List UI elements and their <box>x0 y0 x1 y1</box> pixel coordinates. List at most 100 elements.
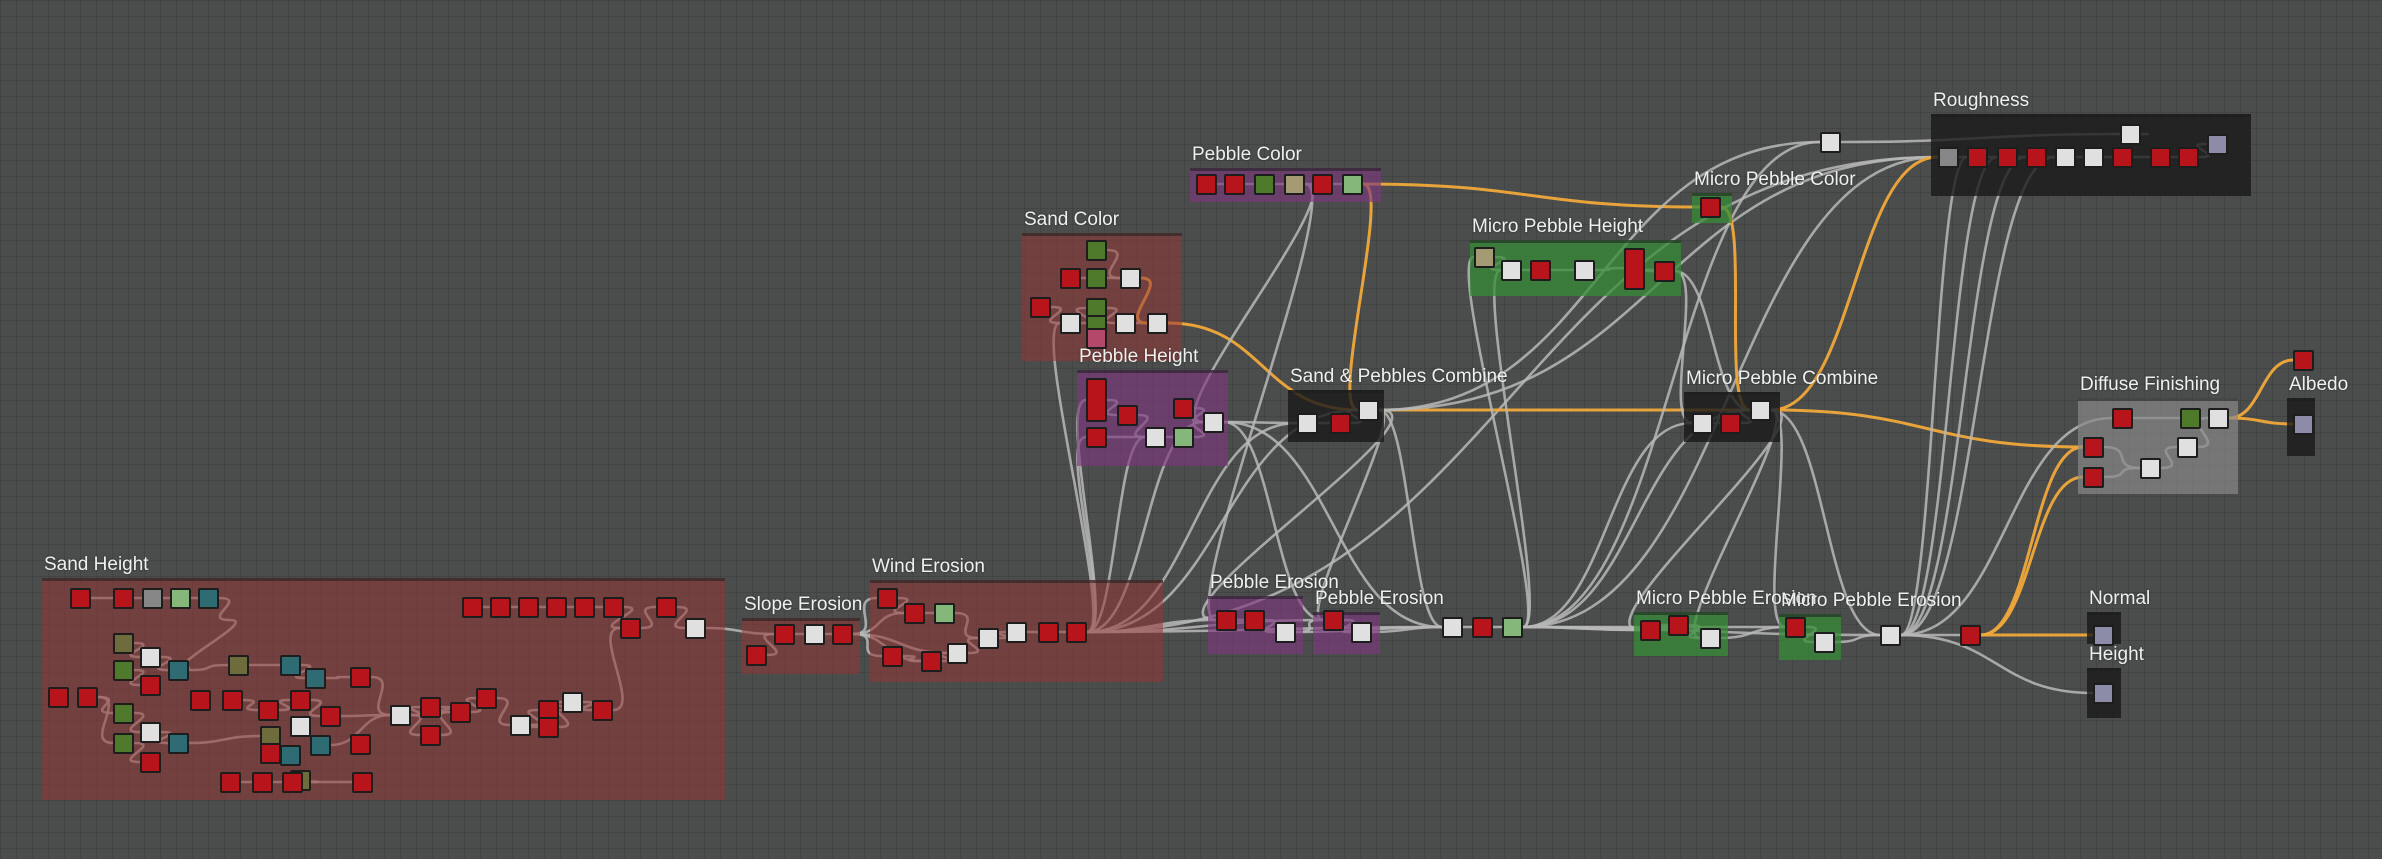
red-node[interactable] <box>320 706 341 727</box>
white-node[interactable] <box>2055 147 2076 168</box>
red-node[interactable] <box>1086 427 1107 448</box>
red-node[interactable] <box>352 772 373 793</box>
white-node[interactable] <box>1358 400 1379 421</box>
white-node[interactable] <box>1351 622 1372 643</box>
red-node[interactable] <box>882 646 903 667</box>
red-node[interactable] <box>1038 622 1059 643</box>
red-node[interactable] <box>350 734 371 755</box>
red-node[interactable] <box>832 624 853 645</box>
red-node[interactable] <box>904 603 925 624</box>
red-node[interactable] <box>1060 268 1081 289</box>
red-node[interactable] <box>1244 610 1265 631</box>
red-node[interactable] <box>877 588 898 609</box>
light-green-node[interactable] <box>170 588 191 609</box>
white-node[interactable] <box>1700 628 1721 649</box>
red-node[interactable] <box>140 675 161 696</box>
green-node[interactable] <box>113 733 134 754</box>
white-node[interactable] <box>685 618 706 639</box>
teal-node[interactable] <box>168 733 189 754</box>
white-node[interactable] <box>1275 622 1296 643</box>
white-node[interactable] <box>1060 313 1081 334</box>
red-node[interactable] <box>2293 350 2314 371</box>
red-node[interactable] <box>1196 174 1217 195</box>
green-node[interactable] <box>1086 268 1107 289</box>
white-node[interactable] <box>1147 313 1168 334</box>
green-node[interactable] <box>113 660 134 681</box>
light-green-node[interactable] <box>1502 617 1523 638</box>
white-node[interactable] <box>1442 617 1463 638</box>
red-node[interactable] <box>592 700 613 721</box>
red-node[interactable] <box>260 743 281 764</box>
light-green-node[interactable] <box>1173 427 1194 448</box>
red-node[interactable] <box>2150 147 2171 168</box>
white-node[interactable] <box>1203 412 1224 433</box>
white-node[interactable] <box>1820 132 1841 153</box>
red-node[interactable] <box>70 588 91 609</box>
red-node[interactable] <box>1700 197 1721 218</box>
red-node[interactable] <box>1530 260 1551 281</box>
output-node[interactable] <box>2093 683 2114 704</box>
white-node[interactable] <box>390 705 411 726</box>
white-node[interactable] <box>562 692 583 713</box>
red-node[interactable] <box>656 597 677 618</box>
red-node[interactable] <box>350 667 371 688</box>
red-node[interactable] <box>1720 413 1741 434</box>
red-node[interactable] <box>1066 622 1087 643</box>
red-node[interactable] <box>1323 610 1344 631</box>
green-node[interactable] <box>113 703 134 724</box>
white-node[interactable] <box>2177 437 2198 458</box>
teal-node[interactable] <box>280 745 301 766</box>
white-node[interactable] <box>1297 413 1318 434</box>
red-node[interactable] <box>113 588 134 609</box>
red-node[interactable] <box>190 690 211 711</box>
white-node[interactable] <box>1574 260 1595 281</box>
red-node[interactable] <box>1224 174 1245 195</box>
white-node[interactable] <box>947 643 968 664</box>
red-node[interactable] <box>921 651 942 672</box>
red-node[interactable] <box>1117 405 1138 426</box>
light-green-node[interactable] <box>934 603 955 624</box>
white-node[interactable] <box>1880 625 1901 646</box>
olive-node[interactable] <box>113 633 134 654</box>
green-node[interactable] <box>1086 240 1107 261</box>
red-node[interactable] <box>1030 297 1051 318</box>
red-node[interactable] <box>282 772 303 793</box>
red-node[interactable] <box>746 645 767 666</box>
red-node[interactable] <box>1173 398 1194 419</box>
white-node[interactable] <box>1750 400 1771 421</box>
red-node[interactable] <box>1640 620 1661 641</box>
red-node[interactable] <box>546 597 567 618</box>
olive-node[interactable] <box>228 655 249 676</box>
red-node[interactable] <box>2026 147 2047 168</box>
red-node[interactable] <box>2083 437 2104 458</box>
red-node[interactable] <box>2112 147 2133 168</box>
red-node[interactable] <box>774 624 795 645</box>
tan-node[interactable] <box>1474 247 1495 268</box>
output-node[interactable] <box>2207 134 2228 155</box>
green-node[interactable] <box>2180 408 2201 429</box>
white-node[interactable] <box>2140 458 2161 479</box>
red-node[interactable] <box>140 752 161 773</box>
gray-node[interactable] <box>142 588 163 609</box>
red-node[interactable] <box>450 702 471 723</box>
light-green-node[interactable] <box>1342 174 1363 195</box>
red-node[interactable] <box>1668 615 1689 636</box>
red-node[interactable] <box>1330 413 1351 434</box>
white-node[interactable] <box>510 715 531 736</box>
red-node[interactable] <box>220 772 241 793</box>
white-node[interactable] <box>804 624 825 645</box>
red-node[interactable] <box>1785 617 1806 638</box>
white-node[interactable] <box>2083 147 2104 168</box>
red-node[interactable] <box>518 597 539 618</box>
white-node[interactable] <box>1814 632 1835 653</box>
white-node[interactable] <box>140 722 161 743</box>
tan-node[interactable] <box>1284 174 1305 195</box>
red-node[interactable] <box>290 690 311 711</box>
red-node[interactable] <box>258 700 279 721</box>
red-node[interactable] <box>1216 610 1237 631</box>
white-node[interactable] <box>2208 408 2229 429</box>
red-node[interactable] <box>420 697 441 718</box>
teal-node[interactable] <box>198 588 219 609</box>
white-node[interactable] <box>1120 268 1141 289</box>
